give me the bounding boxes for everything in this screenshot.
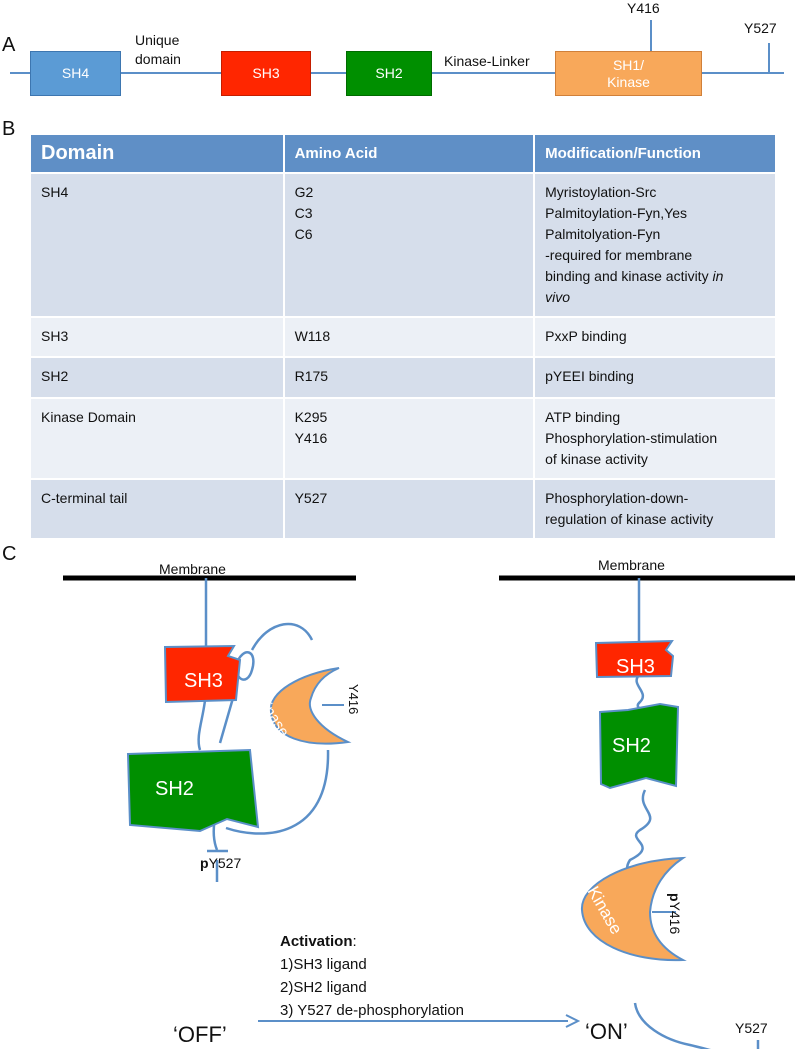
cell-amino-acid: W118 [283,316,536,357]
on-y416-text: Y416 [667,901,683,935]
unique-domain-label: Unique domain [135,32,181,67]
off-state-label: ‘OFF’ [173,1022,227,1047]
y527-site-label: Y527 [744,20,777,36]
cell-amino-acid: K295 Y416 [283,397,536,479]
sh2-domain-box: SH2 [346,51,432,96]
domain-table: Domain Amino Acid Modification/Function … [31,135,777,538]
activation-step: 1)SH3 ligand [280,956,367,973]
off-sh2-label: SH2 [155,778,194,800]
cell-amino-acid: Y527 [283,478,536,538]
sh1-kinase-domain-box: SH1/ Kinase [555,51,702,96]
cell-domain: Kinase Domain [31,397,285,479]
on-kinase-shape [580,856,687,962]
on-sh2-shape [598,702,680,790]
sh3-label: SH3 [252,65,280,81]
off-sh3-label: SH3 [184,670,223,692]
on-y527-label: Y527 [735,1020,768,1036]
y416-site-label: Y416 [627,0,660,16]
cell-domain: SH4 [31,172,285,317]
sh4-label: SH4 [61,65,90,81]
sh3-domain-box: SH3 [221,51,311,96]
cell-amino-acid: R175 [283,356,536,398]
header-function: Modification/Function [534,135,777,173]
panel-c-letter: C [2,543,17,565]
cell-function: Myristoylation-Src Palmitoylation-Fyn,Ye… [534,172,777,317]
activation-diagram [63,575,795,1049]
off-sh2-shape [126,748,260,833]
off-phospho-p: p [200,855,209,871]
on-sh2-label: SH2 [612,735,651,757]
on-sh3-label: SH3 [616,656,655,678]
on-phospho-p: p [667,893,683,902]
on-membrane-label: Membrane [598,557,665,573]
activation-step: 3) Y527 de-phosphorylation [280,1002,465,1019]
activation-legend: Activation: 1)SH3 ligand 2)SH2 ligand 3)… [280,930,464,1022]
cell-function: ATP binding Phosphorylation-stimulation … [534,397,777,479]
panel-a-letter: A [2,34,16,56]
kinase-label: Kinase [607,73,650,90]
table-header-row: Domain Amino Acid Modification/Function [31,135,777,173]
on-py416-label: pY416 [667,893,683,934]
cell-amino-acid: G2 C3 C6 [283,172,536,317]
activation-arrowhead [565,1014,581,1028]
on-sh3-shape [594,639,675,679]
off-py527-label: pY527 [200,855,241,871]
cell-function: pYEEI binding [534,356,777,398]
activation-step: 2)SH2 ligand [280,979,367,996]
on-state-label: ‘ON’ [585,1019,628,1044]
table-row: C-terminal tail Y527 Phosphorylation-dow… [31,478,777,538]
activation-title: Activation [280,933,353,950]
cell-function: Phosphorylation-down- regulation of kina… [534,478,777,538]
panel-b-letter: B [2,118,16,140]
cell-function: PxxP binding [534,316,777,357]
header-domain: Domain [31,135,285,173]
header-amino-acid: Amino Acid [283,135,536,173]
table-row: Kinase Domain K295 Y416 ATP binding Phos… [31,397,777,479]
cell-domain: SH3 [31,316,285,357]
off-kinase-shape [269,667,352,745]
cell-domain: SH2 [31,356,285,398]
sh4-domain-box: SH4 [30,51,121,96]
sh1-label: SH1/ [612,56,645,73]
off-membrane-label: Membrane [159,561,226,577]
table-row: SH3 W118 PxxP binding [31,316,777,357]
off-y416-label: Y416 [346,684,361,715]
table-row: SH4 G2 C3 C6 Myristoylation-Src Palmitoy… [31,172,777,317]
sh2-label: SH2 [375,65,403,81]
cell-domain: C-terminal tail [31,478,285,538]
off-y527-text: Y527 [208,855,242,871]
kinase-linker-label: Kinase-Linker [444,53,530,69]
table-row: SH2 R175 pYEEI binding [31,356,777,398]
off-sh3-shape [163,644,242,704]
